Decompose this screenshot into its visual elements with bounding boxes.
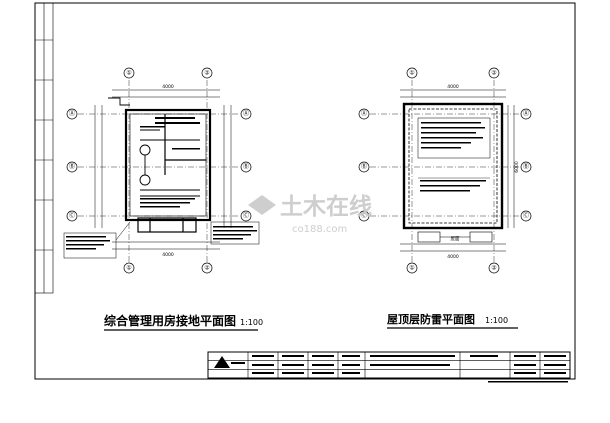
left-axis-right-a: Ⓐ	[243, 110, 249, 118]
company-logo-icon	[214, 356, 230, 368]
watermark-en: co188.com	[292, 224, 347, 235]
right-axis-right-a: Ⓐ	[523, 110, 529, 118]
right-roof-label: 屋面	[451, 236, 460, 242]
roof-parapet	[402, 102, 504, 230]
right-axis-bottom-2: ②	[491, 265, 497, 272]
title-block	[207, 351, 571, 379]
watermark-logo-icon	[248, 195, 276, 215]
right-axis-bottom-1: ①	[409, 265, 414, 272]
right-plan-scale: 1:100	[485, 316, 508, 325]
right-axis-left-c: Ⓒ	[361, 212, 367, 220]
left-dim-top: 4000	[162, 84, 174, 90]
right-plan	[370, 80, 520, 262]
left-axis-bottom-2: ②	[204, 265, 210, 272]
left-dimension-lines	[94, 89, 232, 250]
left-axis-left-a: Ⓐ	[69, 110, 75, 118]
left-axis-top-2: ②	[204, 70, 210, 77]
left-axis-left-c: Ⓒ	[69, 212, 75, 220]
right-axis-top-1: ①	[409, 70, 414, 77]
watermark-cn: 土木在线	[280, 193, 372, 220]
left-notes	[66, 117, 257, 250]
right-note-box	[417, 117, 491, 159]
left-axis-bottom-1: ①	[126, 265, 131, 272]
right-axis-top-2: ②	[491, 70, 497, 77]
watermark: 土木在线 co188.com	[248, 193, 372, 235]
left-axis-top-1: ①	[126, 70, 131, 77]
right-axis-right-b: Ⓑ	[523, 163, 529, 171]
right-axis-right-c: Ⓒ	[523, 212, 529, 220]
left-plan-scale: 1:100	[240, 318, 263, 327]
right-dim-side: 6000	[514, 161, 520, 173]
lightning-conductor-loop	[408, 108, 498, 224]
right-plan-title: 屋顶层防雷平面图	[387, 312, 475, 326]
left-building-outline	[124, 108, 212, 222]
left-plan-title: 综合管理用房接地平面图	[104, 313, 236, 328]
right-notes	[420, 122, 486, 192]
right-axis-bubbles	[358, 67, 532, 274]
left-grounding-lines	[108, 97, 200, 197]
left-axis-bubbles	[66, 67, 252, 274]
left-axis-right-c: Ⓒ	[243, 212, 249, 220]
right-dimension-lines	[400, 89, 515, 252]
binding-strip	[34, 2, 54, 294]
left-dim-bottom: 4000	[162, 252, 174, 258]
title-block-text	[214, 355, 568, 383]
right-axis-left-b: Ⓑ	[361, 163, 367, 171]
left-axis-left-b: Ⓑ	[69, 163, 75, 171]
left-axis-right-b: Ⓑ	[243, 163, 249, 171]
left-plan	[63, 80, 260, 262]
left-partitions	[137, 114, 206, 233]
right-axis-lines	[370, 80, 520, 262]
right-axis-left-a: Ⓐ	[361, 110, 367, 118]
right-dim-top: 4000	[447, 84, 459, 90]
right-dim-bottom: 4000	[447, 254, 459, 260]
